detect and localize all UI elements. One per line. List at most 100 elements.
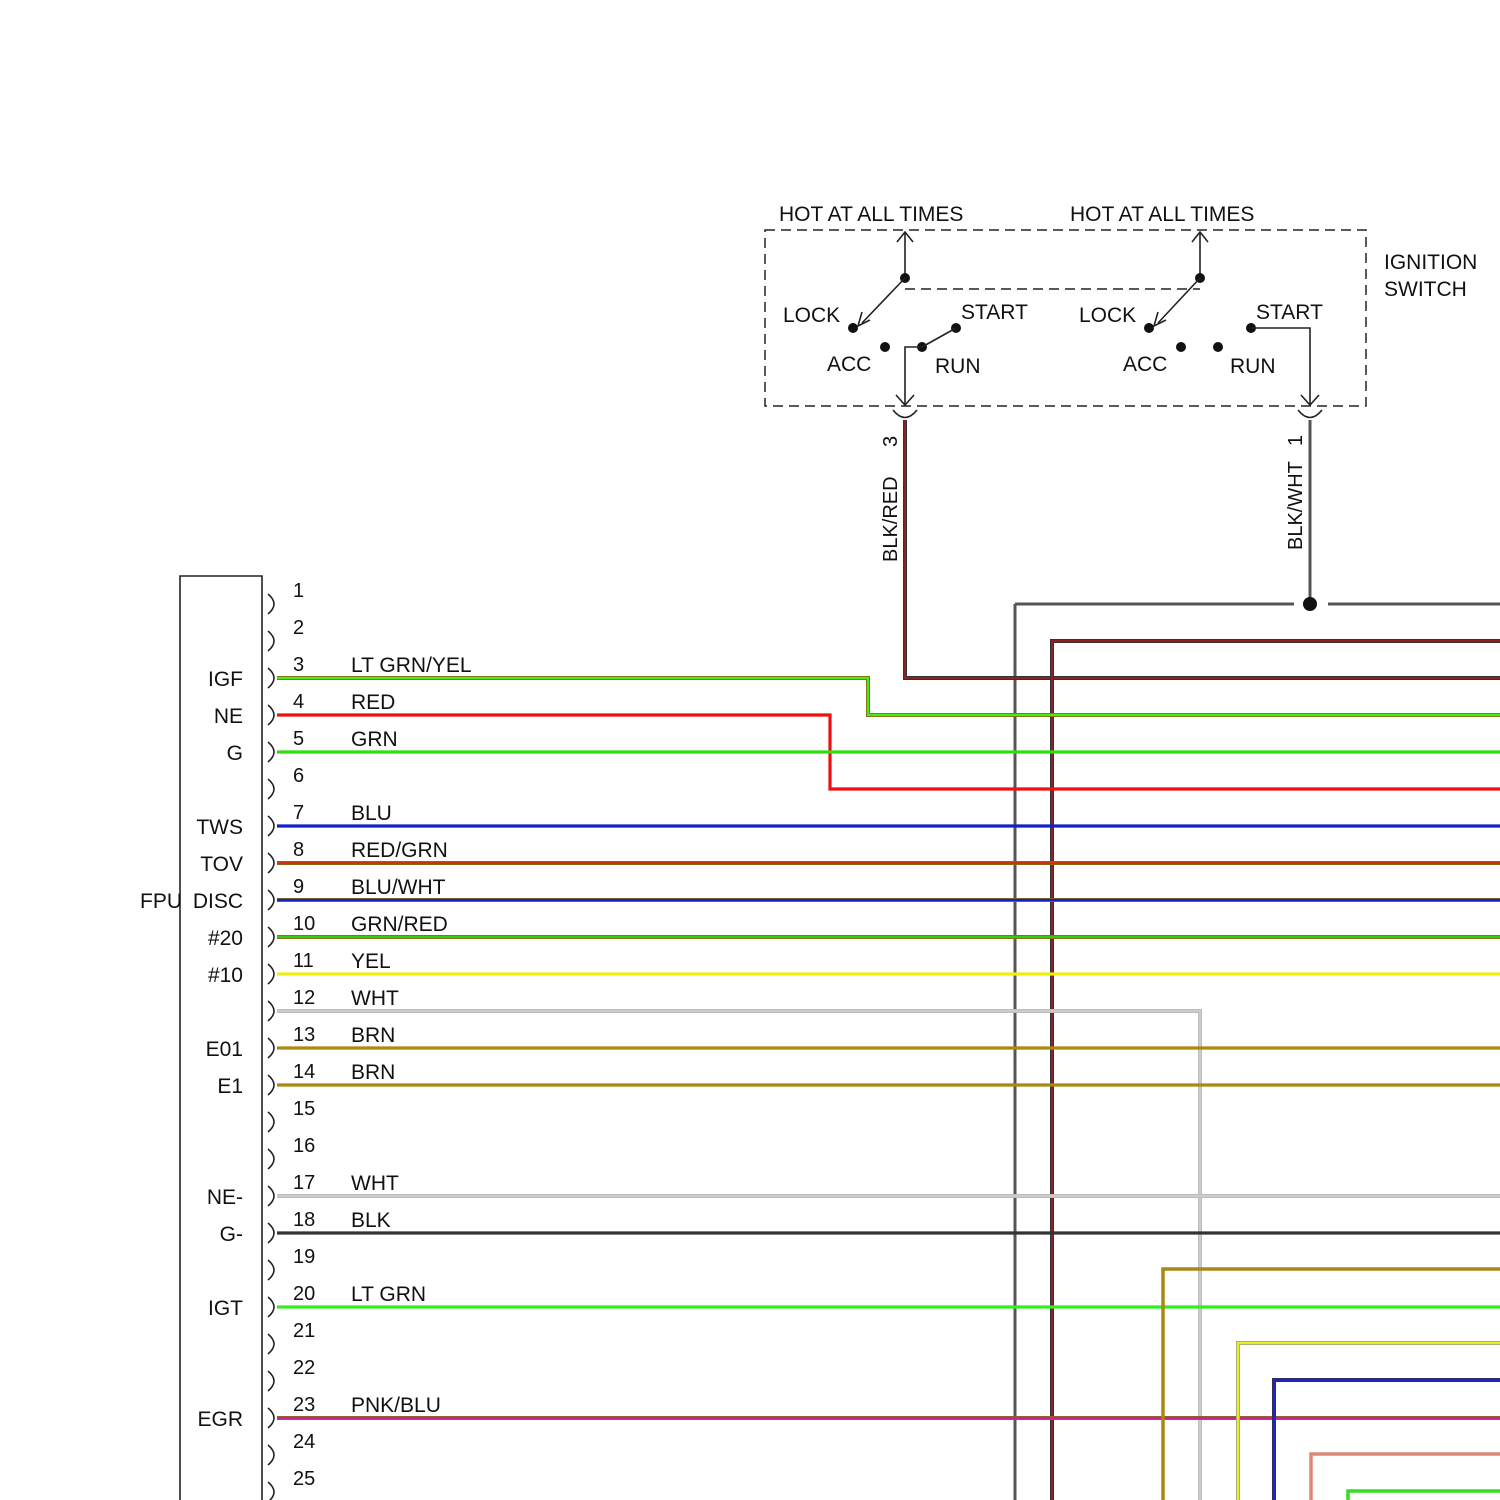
pin-wire-label-18: BLK (351, 1209, 391, 1232)
left-hot-label: HOT AT ALL TIMES (779, 203, 963, 226)
left-pin-label: 3 (880, 436, 902, 447)
pin-wire-label-14: BRN (351, 1061, 395, 1084)
pin-signal-8: TOV (200, 853, 243, 876)
pin-number-13: 13 (293, 1024, 315, 1046)
pin-number-4: 4 (293, 691, 304, 713)
pin-wires (277, 678, 1500, 1500)
pin-signal-7: TWS (196, 816, 243, 839)
pin-wire-label-10: GRN/RED (351, 913, 448, 936)
right-run-label: RUN (1230, 355, 1276, 378)
pin-connector-1 (268, 594, 274, 614)
pin-signal-20: IGT (208, 1297, 243, 1320)
pin-wire-label-3: LT GRN/YEL (351, 654, 472, 677)
pin-signal-3: IGF (208, 668, 243, 691)
pin-number-22: 22 (293, 1357, 315, 1379)
pin-connector-2 (268, 631, 274, 651)
pin-wire-label-11: YEL (351, 950, 391, 973)
ignition-switch-label-1: IGNITION (1384, 251, 1477, 274)
right-start-label: START (1256, 301, 1323, 324)
pin-connector-17 (268, 1186, 274, 1206)
pin-wire-label-20: LT GRN (351, 1283, 426, 1306)
pin-connector-9 (268, 890, 274, 910)
pin-connector-23 (268, 1408, 274, 1428)
right-hot-label: HOT AT ALL TIMES (1070, 203, 1254, 226)
bus-wire-blu-outline (1274, 1380, 1500, 1500)
pin-connector-25 (268, 1482, 274, 1500)
right-switch: LOCK ACC START RUN (1079, 232, 1323, 405)
right-switch-connector (1298, 410, 1322, 418)
pin-signal-13: E01 (206, 1038, 243, 1061)
pin-signal-5: G (227, 742, 243, 765)
pin-connector-8 (268, 853, 274, 873)
pin-connector-7 (268, 816, 274, 836)
pin-connector-6 (268, 779, 274, 799)
pin-wire-outline-3 (277, 678, 1500, 715)
pin-number-25: 25 (293, 1468, 315, 1490)
pin-signal-10: #20 (208, 927, 243, 950)
pin-signal-17: NE- (207, 1186, 243, 1209)
pin-wire-label-12: WHT (351, 987, 399, 1010)
pin-signal-11: #10 (208, 964, 243, 987)
right-lock-label: LOCK (1079, 304, 1136, 327)
pin-connector-16 (268, 1149, 274, 1169)
pin-number-19: 19 (293, 1246, 315, 1268)
left-run-label: RUN (935, 355, 981, 378)
pin-connector-13 (268, 1038, 274, 1058)
pin-number-9: 9 (293, 876, 304, 898)
pin-connector-22 (268, 1371, 274, 1391)
left-switch-connector (893, 410, 917, 418)
pin-connector-14 (268, 1075, 274, 1095)
pin-number-5: 5 (293, 728, 304, 750)
ignition-switch-label-2: SWITCH (1384, 278, 1467, 301)
left-wire-label: BLK/RED (880, 476, 902, 562)
pin-number-15: 15 (293, 1098, 315, 1120)
bus-wire-blu (1274, 1380, 1500, 1500)
splice-point (1303, 597, 1317, 611)
pin-number-3: 3 (293, 654, 304, 676)
pin-wire-label-13: BRN (351, 1024, 395, 1047)
left-lock-label: LOCK (783, 304, 840, 327)
pin-wire-label-4: RED (351, 691, 395, 714)
fpu-module-name: FPU (140, 890, 182, 913)
pin-connector-10 (268, 927, 274, 947)
pin-connector-18 (268, 1223, 274, 1243)
pin-number-24: 24 (293, 1431, 315, 1453)
pin-signal-9: DISC (193, 890, 243, 913)
pin-wire-label-23: PNK/BLU (351, 1394, 441, 1417)
right-wire-label: BLK/WHT (1285, 461, 1307, 550)
pin-number-1: 1 (293, 580, 304, 602)
pin-number-12: 12 (293, 987, 315, 1009)
pin-number-18: 18 (293, 1209, 315, 1231)
pin-connector-20 (268, 1297, 274, 1317)
pin-number-21: 21 (293, 1320, 315, 1342)
pin-connector-19 (268, 1260, 274, 1280)
pin-wire-label-17: WHT (351, 1172, 399, 1195)
blk-red-trunk (1052, 641, 1500, 1500)
pin-signal-14: E1 (217, 1075, 243, 1098)
pin-number-20: 20 (293, 1283, 315, 1305)
pin-number-7: 7 (293, 802, 304, 824)
pin-number-8: 8 (293, 839, 304, 861)
pin-connector-5 (268, 742, 274, 762)
pin-wire-label-9: BLU/WHT (351, 876, 446, 899)
pin-wire-label-7: BLU (351, 802, 392, 825)
right-acc-label: ACC (1123, 353, 1167, 376)
pin-wire-label-8: RED/GRN (351, 839, 448, 862)
bus-wire-grn (1348, 1491, 1500, 1500)
pin-number-11: 11 (293, 950, 314, 972)
pin-number-2: 2 (293, 617, 304, 639)
pin-connector-11 (268, 964, 274, 984)
pin-signal-23: EGR (197, 1408, 243, 1431)
right-pin-label: 1 (1285, 435, 1307, 446)
left-switch: LOCK ACC START RUN (783, 232, 1200, 405)
pin-number-6: 6 (293, 765, 304, 787)
pin-number-16: 16 (293, 1135, 315, 1157)
pin-connector-3 (268, 668, 274, 688)
pin-number-17: 17 (293, 1172, 315, 1194)
pin-number-14: 14 (293, 1061, 315, 1083)
pin-signal-4: NE (214, 705, 243, 728)
pin-number-23: 23 (293, 1394, 315, 1416)
pin-wire-label-5: GRN (351, 728, 398, 751)
